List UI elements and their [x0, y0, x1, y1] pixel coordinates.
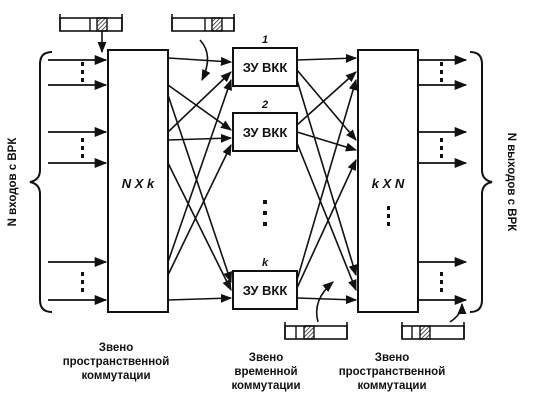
caption-space-right: Звено пространственной коммутации	[339, 352, 446, 392]
input-ellipses	[81, 62, 84, 292]
output-brace	[469, 51, 493, 313]
inputs-side-label: N входов с ВРК	[7, 137, 19, 227]
memory-unit-1-index: 1	[262, 34, 268, 46]
outputs-side-label: N выходов с ВРК	[505, 133, 517, 233]
frame-glyph-mid-out	[284, 281, 348, 340]
caption-time-middle-line-3: коммутации	[231, 380, 300, 392]
frame-glyph-input	[59, 14, 123, 54]
left-space-switch	[107, 49, 169, 313]
memory-unit-2-label: ЗУ ВКК	[243, 125, 288, 140]
output-lines	[418, 54, 468, 306]
output-ellipses	[440, 62, 443, 292]
caption-time-middle-line-1: Звено	[249, 352, 284, 364]
memory-units-ellipsis	[263, 200, 267, 226]
memory-unit-2-index: 2	[261, 99, 268, 111]
caption-time-middle-line-2: временной	[234, 366, 297, 378]
caption-space-right-line-3: коммутации	[357, 380, 426, 392]
caption-space-left-line-3: коммутации	[81, 370, 150, 382]
memory-unit-k: ЗУ ВКК	[232, 270, 298, 310]
memory-unit-k-label: ЗУ ВКК	[243, 283, 288, 298]
left-to-memory-links	[167, 56, 233, 303]
right-space-switch	[357, 49, 419, 313]
caption-space-left-line-1: Звено	[99, 342, 134, 354]
memory-to-right-links	[296, 53, 358, 305]
input-lines	[48, 54, 108, 306]
right-switch-ellipsis	[387, 206, 390, 226]
caption-space-right-line-2: пространственной	[339, 366, 446, 378]
memory-unit-2: ЗУ ВКК	[232, 112, 298, 152]
caption-time-middle: Звено временной коммутации	[231, 352, 300, 392]
input-brace	[29, 51, 53, 313]
frame-glyph-output	[401, 302, 467, 340]
frame-glyph-internal	[171, 14, 235, 82]
memory-unit-1: ЗУ ВКК	[232, 47, 298, 87]
memory-unit-1-label: ЗУ ВКК	[243, 60, 288, 75]
left-switch-label: N X k	[122, 176, 155, 191]
caption-space-left-line-2: пространственной	[63, 356, 170, 368]
caption-space-left: Звено пространственной коммутации	[63, 342, 170, 382]
memory-unit-k-index: k	[262, 257, 269, 269]
caption-space-right-line-1: Звено	[375, 352, 410, 364]
right-switch-label: k X N	[372, 176, 405, 191]
